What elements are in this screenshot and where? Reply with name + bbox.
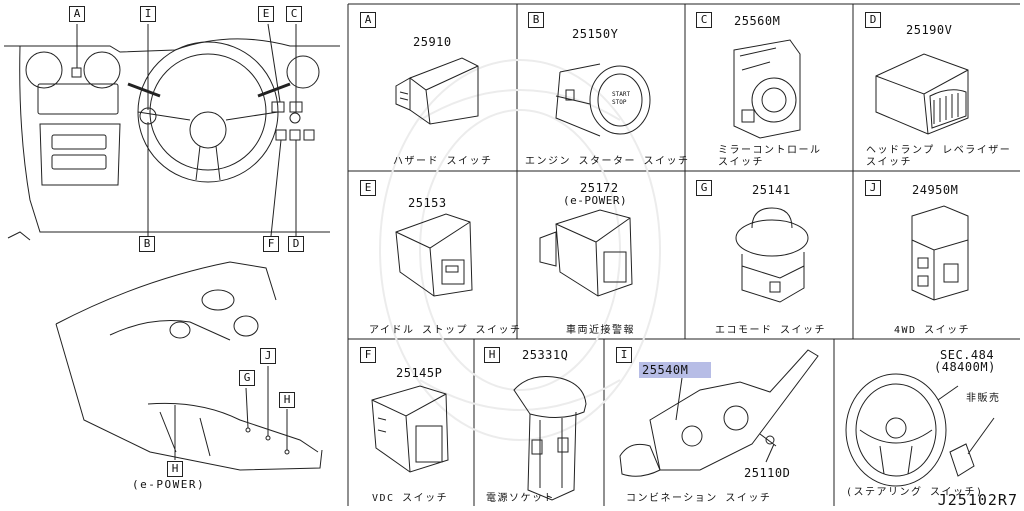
callout-h[interactable]: H — [279, 392, 295, 408]
panel-d-caption-line2: スイッチ — [866, 157, 912, 168]
panel-e2-caption: 車両近接警報 — [566, 325, 635, 336]
panel-c-part-number[interactable]: 25560M — [734, 14, 781, 28]
callout-c[interactable]: C — [286, 6, 302, 22]
panel-c-caption-line1: ミラーコントロール — [718, 145, 822, 156]
panel-i-part-number-2[interactable]: 25110D — [744, 466, 791, 480]
panel-h-part-number[interactable]: 25331Q — [522, 348, 569, 362]
panel-i-letter: I — [616, 347, 632, 363]
panel-d-letter: D — [865, 12, 881, 28]
panel-a-part-number[interactable]: 25910 — [413, 35, 452, 49]
callout-e[interactable]: E — [258, 6, 274, 22]
panel-b-part-number[interactable]: 25150Y — [572, 27, 619, 41]
panel-g-part-number[interactable]: 25141 — [752, 183, 791, 197]
callout-g[interactable]: G — [239, 370, 255, 386]
panel-i-caption: コンビネーション スイッチ — [626, 493, 772, 504]
panel-e2-part-sub: (e-POWER) — [563, 194, 628, 207]
panel-d-part-number[interactable]: 25190V — [906, 23, 953, 37]
panel-j-caption: 4WD スイッチ — [894, 325, 971, 336]
panel-g-caption: エコモード スイッチ — [715, 325, 827, 336]
steering-ref-line1[interactable]: SEC.484 — [940, 348, 995, 362]
panel-i-part-number-highlighted[interactable]: 25540M — [639, 362, 711, 378]
callout-b[interactable]: B — [139, 236, 155, 252]
panel-f-caption: VDC スイッチ — [372, 493, 449, 504]
callout-h-epower[interactable]: H — [167, 461, 183, 477]
panel-f-letter: F — [360, 347, 376, 363]
callout-d[interactable]: D — [288, 236, 304, 252]
diagram-code: J25102R7 — [937, 491, 1018, 509]
panel-c-letter: C — [696, 12, 712, 28]
panel-f-part-number[interactable]: 25145P — [396, 366, 443, 380]
panel-c-caption-line2: スイッチ — [718, 157, 764, 168]
panel-e-part-number[interactable]: 25153 — [408, 196, 447, 210]
panel-a-letter: A — [360, 12, 376, 28]
panel-e-caption: アイドル ストップ スイッチ — [369, 325, 522, 336]
steering-caption: (ステアリング スイッチ) — [846, 487, 984, 498]
panel-e-letter: E — [360, 180, 376, 196]
panel-b-letter: B — [528, 12, 544, 28]
steering-not-sold: 非販売 — [966, 393, 1001, 404]
callout-a[interactable]: A — [69, 6, 85, 22]
svg-text:STOP: STOP — [612, 99, 627, 106]
callout-i[interactable]: I — [140, 6, 156, 22]
panel-h-caption: 電源ソケット — [486, 493, 555, 504]
panel-a-caption: ハザード スイッチ — [393, 156, 493, 167]
callout-j[interactable]: J — [260, 348, 276, 364]
panel-j-part-number[interactable]: 24950M — [912, 183, 959, 197]
panel-b-caption: エンジン スターター スイッチ — [525, 156, 690, 167]
steering-ref-line2[interactable]: (48400M) — [934, 360, 996, 374]
panel-h-letter: H — [484, 347, 500, 363]
epower-label: (e-POWER) — [132, 478, 206, 491]
callout-f[interactable]: F — [263, 236, 279, 252]
panel-e2-part-number[interactable]: 25172 — [580, 181, 619, 195]
svg-text:START: START — [612, 91, 630, 98]
panel-j-letter: J — [865, 180, 881, 196]
panel-g-letter: G — [696, 180, 712, 196]
panel-d-caption-line1: ヘッドランプ レベライザー — [866, 145, 1012, 156]
